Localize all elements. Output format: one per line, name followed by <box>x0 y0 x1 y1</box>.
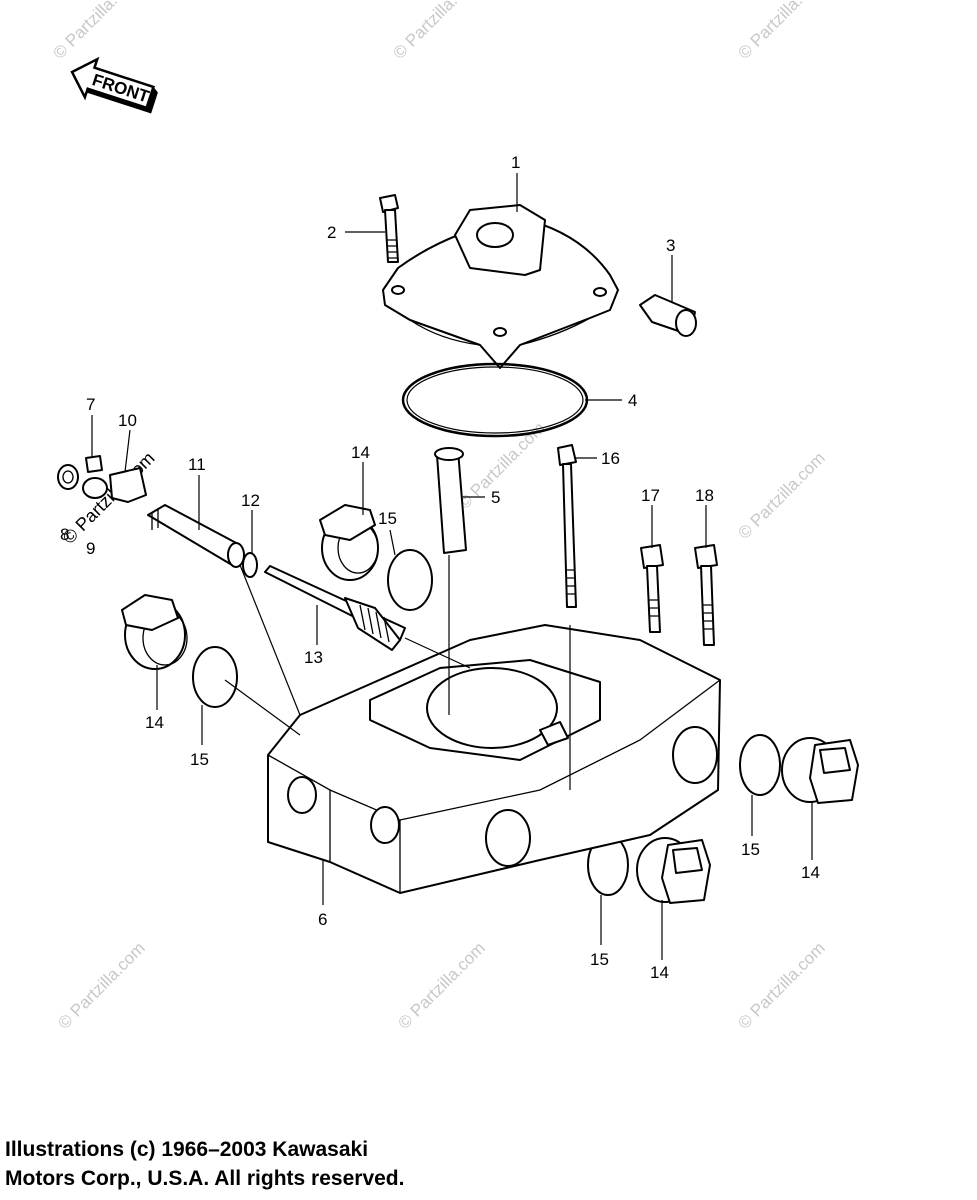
front-arrow: FRONT <box>70 56 158 114</box>
watermark-text: © Partzilla.com <box>734 448 828 542</box>
part-14-plug-b <box>121 594 188 670</box>
part-15-o-ring-b <box>192 646 238 708</box>
callout-16: 16 <box>601 449 620 468</box>
callout-13: 13 <box>304 648 323 667</box>
callout-8: 8 <box>60 525 69 544</box>
callout-14a: 14 <box>351 443 370 462</box>
callout-17: 17 <box>641 486 660 505</box>
part-12-o-ring <box>242 552 258 578</box>
callout-5: 5 <box>491 488 500 507</box>
callout-15b: 15 <box>190 750 209 769</box>
part-5-pipe <box>434 447 467 554</box>
part-16-bolt <box>557 444 577 608</box>
callout-12: 12 <box>241 491 260 510</box>
watermark-text: © Partzilla.com <box>394 938 488 1032</box>
part-14-plug-d <box>636 837 711 904</box>
part-1-cover <box>382 204 619 369</box>
part-2-bolt <box>379 194 399 263</box>
part-15-o-ring-a <box>387 549 433 611</box>
callout-4: 4 <box>628 391 637 410</box>
callout-6: 6 <box>318 910 327 929</box>
part-15-o-ring-c <box>739 734 781 796</box>
copyright-notice: Illustrations (c) 1966–2003 Kawasaki Mot… <box>5 1135 404 1193</box>
part-18-bolt <box>694 544 718 646</box>
callout-18: 18 <box>695 486 714 505</box>
copyright-line-1: Illustrations (c) 1966–2003 Kawasaki <box>5 1138 369 1161</box>
watermark-text: © Partzilla.com <box>49 0 143 63</box>
copyright-line-2: Motors Corp., U.S.A. All rights reserved… <box>5 1167 405 1190</box>
part-17-bolt <box>640 544 664 633</box>
part-14-plug-c <box>781 737 859 804</box>
watermark-text: © Partzilla.com <box>734 0 828 63</box>
part-6-case <box>267 624 721 894</box>
callout-1: 1 <box>511 153 520 172</box>
part-3-collar <box>639 294 697 337</box>
callout-9: 9 <box>86 539 95 558</box>
callout-15a: 15 <box>378 509 397 528</box>
watermark-text: © Partzilla.com <box>389 0 483 63</box>
part-13-shaft <box>264 565 406 651</box>
callout-11: 11 <box>188 455 206 474</box>
part-4-o-ring <box>401 362 589 438</box>
leader-lines <box>91 173 813 960</box>
callout-14b: 14 <box>145 713 164 732</box>
watermark-text: © Partzilla.com <box>734 938 828 1032</box>
callout-15c: 15 <box>741 840 760 859</box>
parts-7-10-small-parts <box>57 455 147 503</box>
callout-3: 3 <box>666 236 675 255</box>
callout-14c: 14 <box>801 863 820 882</box>
callout-7: 7 <box>86 395 95 414</box>
callout-10: 10 <box>118 411 137 430</box>
part-14-plug-a <box>319 504 379 581</box>
callout-labels: 1 2 3 4 5 6 7 8 9 10 11 12 13 14 14 14 1… <box>60 153 820 982</box>
watermark-text: © Partzilla.com <box>54 938 148 1032</box>
callout-15d: 15 <box>590 950 609 969</box>
callout-2: 2 <box>327 223 336 242</box>
watermark-text: © Partzilla.com <box>59 448 159 548</box>
callout-14d: 14 <box>650 963 669 982</box>
part-11-sleeve <box>147 504 245 568</box>
